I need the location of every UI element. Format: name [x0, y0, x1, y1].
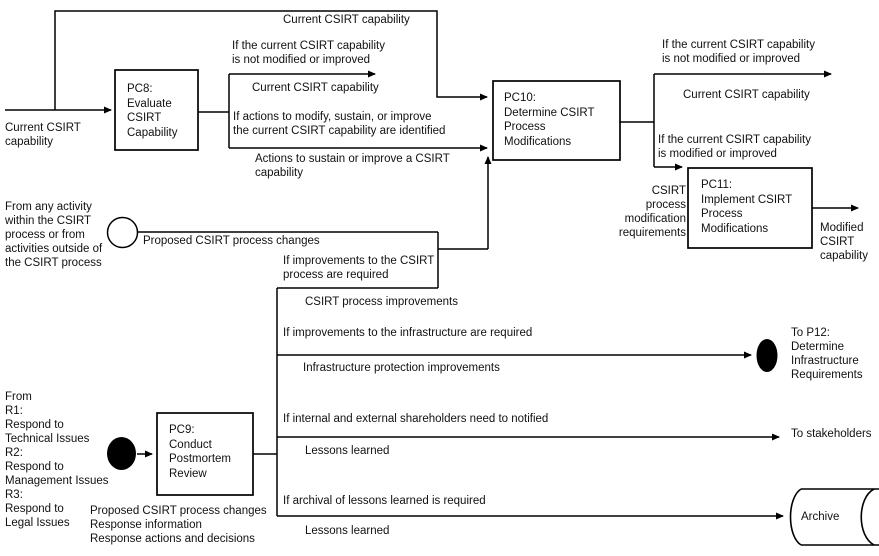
label-pc8-actions: Actions to sustain or improve a CSIRT ca…: [255, 153, 450, 179]
open-circle-connector: [106, 216, 139, 249]
label-top-rail-capability: Current CSIRT capability: [283, 14, 410, 26]
process-box-pc10: [492, 80, 621, 161]
archive-left-cap: [789, 488, 802, 546]
connector-lines: [138, 74, 655, 516]
label-modified-capability: Modified CSIRT capability: [820, 222, 868, 262]
filled-circle-connector-r-inputs: [107, 437, 136, 470]
label-infrastructure-condition: If improvements to the infrastructure ar…: [283, 327, 533, 339]
label-improvements-condition: If improvements to the CSIRT process are…: [283, 255, 435, 281]
label-proposed-changes: Proposed CSIRT process changes: [143, 235, 320, 247]
label-archival-condition: If archival of lessons learned is requir…: [283, 495, 486, 507]
process-box-pc8: [114, 69, 199, 151]
pc8-label: PC8: Evaluate CSIRT Capability: [127, 83, 178, 139]
top-rail-arrow: [54, 10, 488, 110]
archive-shape-fill: [791, 489, 879, 545]
label-modification-requirements: CSIRT process modification requirements: [618, 185, 686, 239]
archive-label: Archive: [801, 511, 840, 523]
label-to-p12: To P12: Determine Infrastructure Require…: [791, 327, 863, 381]
flow-arrows: [5, 10, 859, 520]
label-pc8-exit-capability: Current CSIRT capability: [252, 82, 379, 94]
filled-circle-connector-p12: [756, 339, 778, 372]
label-source-r-processes: From R1: Respond to Technical Issues R2:…: [5, 391, 109, 529]
label-pc10-modified-condition: If the current CSIRT capability is modif…: [658, 134, 811, 160]
label-pc9-outputs: Proposed CSIRT process changes Response …: [90, 505, 267, 545]
label-pc10-exit-condition: If the current CSIRT capability is not m…: [662, 39, 815, 65]
archive-shape: [789, 488, 879, 546]
label-lessons-learned-stakeholders: Lessons learned: [305, 445, 390, 457]
label-improvements: CSIRT process improvements: [305, 296, 458, 308]
process-box-pc9: [156, 412, 254, 496]
label-pc10-exit-capability: Current CSIRT capability: [683, 89, 810, 101]
label-infrastructure: Infrastructure protection improvements: [303, 362, 500, 374]
label-pc8-exit-condition: If the current CSIRT capability is not m…: [232, 40, 385, 66]
pc10-label: PC10: Determine CSIRT Process Modificati…: [504, 92, 595, 148]
label-lessons-learned-archive: Lessons learned: [305, 525, 390, 537]
label-input-capability: Current CSIRT capability: [5, 122, 81, 148]
pc11-label: PC11: Implement CSIRT Process Modificati…: [701, 179, 793, 235]
label-stakeholders-condition: If internal and external shareholders ne…: [283, 413, 549, 425]
process-box-pc11: [687, 167, 813, 249]
label-source-any-activity: From any activity within the CSIRT proce…: [5, 201, 103, 269]
label-to-stakeholders: To stakeholders: [791, 428, 872, 440]
label-pc8-actions-condition: If actions to modify, sustain, or improv…: [233, 111, 446, 137]
process-boxes: [114, 69, 813, 496]
pc9-label: PC9: Conduct Postmortem Review: [169, 424, 231, 480]
archive-inner-arc: [860, 488, 875, 546]
